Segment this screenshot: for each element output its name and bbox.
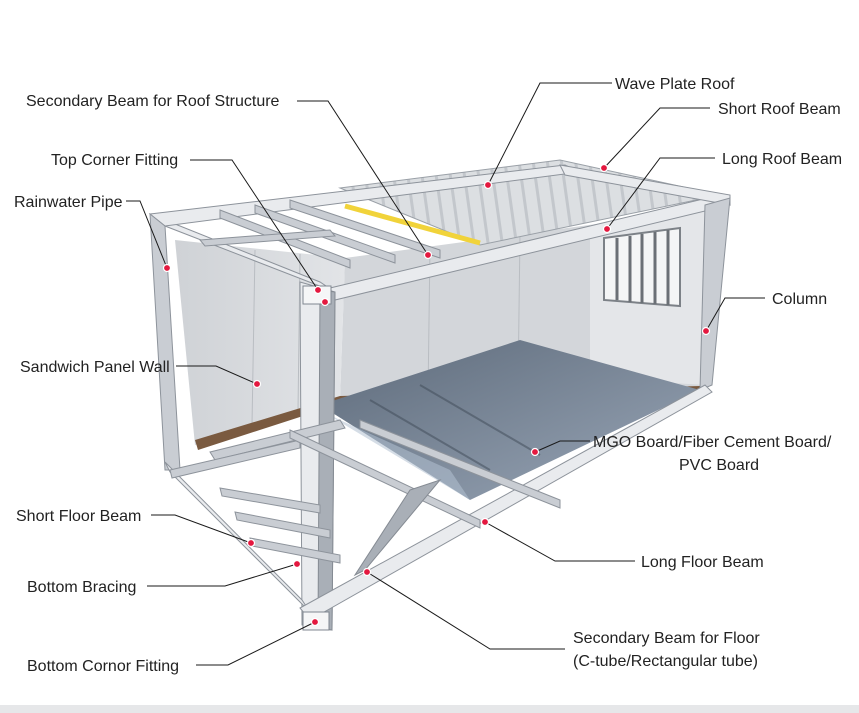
column-right (699, 197, 731, 391)
marker-wave-plate-roof (483, 180, 493, 190)
labels: Wave Plate Roof Secondary Beam for Roof … (14, 76, 842, 675)
bottom-border-strip (0, 705, 859, 713)
marker-short-floor-beam (246, 538, 256, 548)
container-illustration (148, 159, 731, 631)
marker-secondary-beam-roof (423, 250, 433, 260)
marker-bottom-corner-fitting (310, 617, 320, 627)
marker-rainwater-pipe (162, 263, 172, 273)
label-floor-board-line2: PVC Board (679, 457, 759, 474)
marker-long-floor-beam (480, 517, 490, 527)
label-long-floor-beam: Long Floor Beam (641, 554, 764, 571)
label-wave-plate-roof: Wave Plate Roof (615, 76, 735, 93)
marker-long-roof-beam (602, 224, 612, 234)
marker-short-roof-beam (599, 163, 609, 173)
label-short-floor-beam: Short Floor Beam (16, 508, 141, 525)
label-floor-board-line1: MGO Board/Fiber Cement Board/ (593, 434, 832, 451)
label-short-roof-beam: Short Roof Beam (718, 101, 841, 118)
label-secondary-beam-floor-line2: (C-tube/Rectangular tube) (573, 653, 758, 670)
front-left-column (149, 212, 181, 471)
leader-lines (126, 82, 765, 666)
label-long-roof-beam: Long Roof Beam (722, 151, 842, 168)
floor-frame (164, 384, 713, 621)
label-secondary-beam-roof: Secondary Beam for Roof Structure (26, 93, 280, 110)
window (603, 226, 681, 308)
label-column: Column (772, 291, 827, 308)
label-bottom-corner-fitting: Bottom Cornor Fitting (27, 658, 179, 675)
marker-sandwich-panel-wall (252, 379, 262, 389)
label-sandwich-panel-wall: Sandwich Panel Wall (20, 359, 170, 376)
marker-top-corner-fitting-2 (320, 297, 330, 307)
marker-column (701, 326, 711, 336)
marker-bottom-bracing (292, 559, 302, 569)
marker-top-corner-fitting (313, 285, 323, 295)
marker-dots (162, 163, 711, 627)
label-bottom-bracing: Bottom Bracing (27, 579, 136, 596)
label-secondary-beam-floor-line1: Secondary Beam for Floor (573, 630, 760, 647)
label-top-corner-fitting: Top Corner Fitting (51, 152, 178, 169)
marker-secondary-beam-floor (362, 567, 372, 577)
label-rainwater-pipe: Rainwater Pipe (14, 194, 123, 211)
roof-frame (148, 164, 731, 301)
marker-floor-board (530, 447, 540, 457)
